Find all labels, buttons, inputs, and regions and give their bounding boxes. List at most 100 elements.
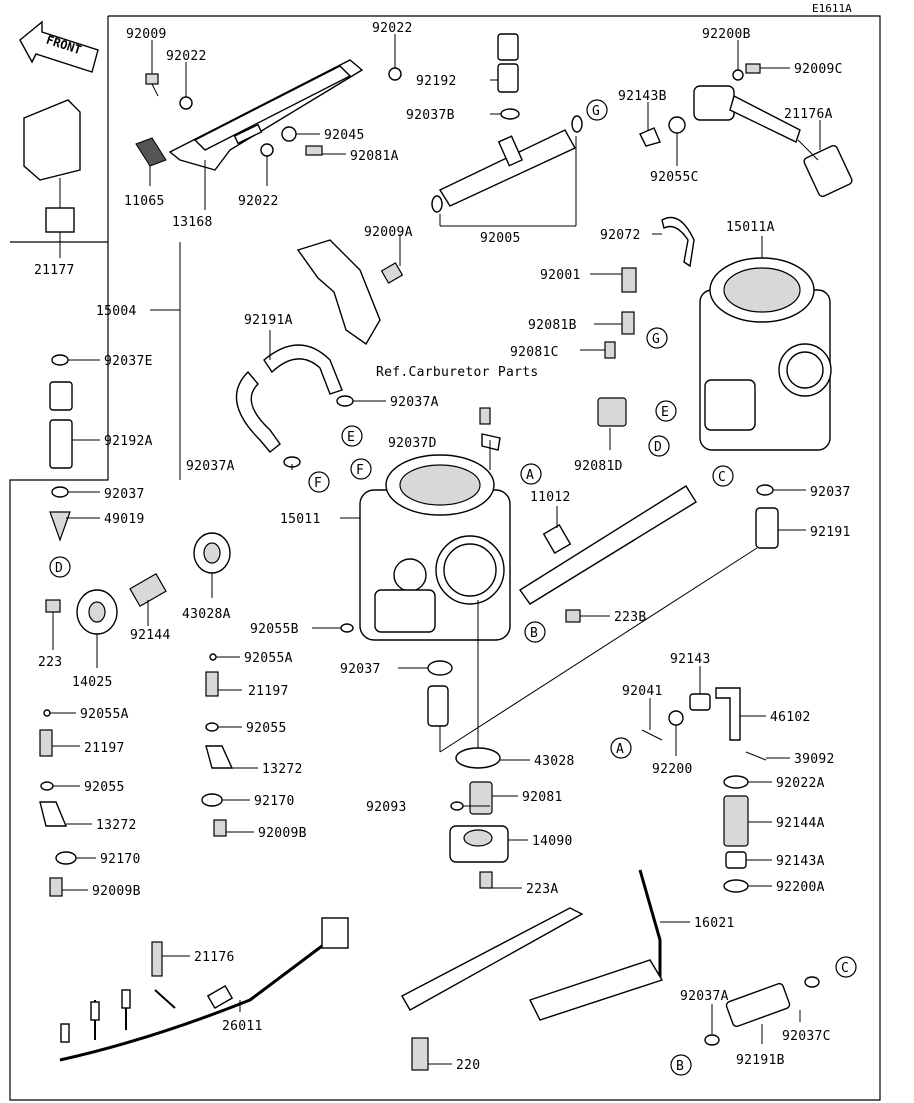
label-92170-b: 92170 [100,852,141,867]
oring-92055A-a-icon [209,653,217,661]
label-92037A-b: 92037A [186,459,235,474]
svg-text:C: C [841,961,849,976]
ref-marker-D2: D [49,556,71,578]
cable-16021-icon [529,869,664,1021]
label-92191A: 92191A [244,313,293,328]
label-92191B: 92191B [736,1053,785,1068]
screw-223B-icon [565,609,581,623]
svg-text:D: D [55,561,63,576]
label-92055A-b: 92055A [80,707,129,722]
label-13272-a: 13272 [262,762,303,777]
label-26011: 26011 [222,1019,263,1034]
label-11065: 11065 [124,194,165,209]
svg-text:A: A [526,468,534,483]
label-14025: 14025 [72,675,113,690]
fuel-pipe-92005-icon [431,115,583,213]
label-14090: 14090 [532,834,573,849]
sensor-21197-a-icon [205,671,219,697]
oring-92055A-b-icon [43,709,51,717]
label-223B: 223B [614,610,647,625]
oring-92037-r1-icon [756,484,774,496]
clamp-13272-b-icon [39,801,68,827]
plate-11065-icon [135,137,167,167]
bracket-92037D-icon [481,433,501,451]
washer-92200B-icon [732,69,744,81]
ref-marker-A1: A [520,463,542,485]
spring-92081D-icon [597,397,627,427]
ref-marker-F1: F [308,471,330,493]
label-92055C: 92055C [650,170,699,185]
label-92037A-c: 92037A [680,989,729,1004]
ref-markers: G G E E F F A A B B C C D D [49,99,857,1076]
svg-text:B: B [676,1059,684,1074]
harness-26011-icon [59,917,349,1062]
label-92037A-a: 92037A [390,395,439,410]
label-92200B: 92200B [702,27,751,42]
plug-21177-icon [23,99,81,233]
bracket-92009A-icon [296,239,404,346]
carburetor-15011-icon [359,454,511,641]
cover-14090-icon [449,825,509,863]
label-92170-a: 92170 [254,794,295,809]
label-92200A: 92200A [776,880,825,895]
ref-marker-E1: E [655,400,677,422]
screw-92009B-a-icon [213,819,227,837]
label-92072: 92072 [600,228,641,243]
label-11012: 11012 [530,490,571,505]
ball-92045-icon [281,126,297,142]
hose-92191A-lower [235,370,281,453]
label-92081D: 92081D [574,459,623,474]
screw-223A-icon [479,871,493,889]
label-92192: 92192 [416,74,457,89]
label-49019: 49019 [104,512,145,527]
screw-92001-icon [621,267,637,293]
sensor-21176A-icon [693,85,853,198]
cover-14025-icon [76,589,118,635]
label-92081B: 92081B [528,318,577,333]
ref-marker-D1: D [648,435,670,457]
label-92009: 92009 [126,27,167,42]
label-21197-a: 21197 [248,684,289,699]
collar-92143A-icon [725,851,747,869]
washer-92200A-icon [723,879,749,893]
rail-part-icon [518,485,697,605]
hose-center-icon [427,685,449,727]
hose-92191-icon [755,507,779,549]
label-92022-b: 92022 [372,21,413,36]
ref-marker-F2: F [350,458,372,480]
label-13272-b: 13272 [96,818,137,833]
svg-text:C: C [718,470,726,485]
front-arrow: FRONT [19,20,99,73]
ref-marker-B2: B [670,1054,692,1076]
label-21197-b: 21197 [84,741,125,756]
label-43028A: 43028A [182,607,231,622]
label-223: 223 [38,655,62,670]
diagram-id: E1611A [812,2,852,15]
lever-46102-icon [715,687,741,741]
screw-223-icon [45,599,61,613]
svg-text:G: G [652,332,660,347]
ref-marker-C1: C [712,465,734,487]
label-92055B: 92055B [250,622,299,637]
label-92045: 92045 [324,128,365,143]
ref-marker-G2: G [646,327,668,349]
label-92143B: 92143B [618,89,667,104]
spring-92081B-icon [621,311,635,335]
spring-92144-icon [129,573,167,607]
label-21177: 21177 [34,263,75,278]
label-15011A: 15011A [726,220,775,235]
clamp-13272-a-icon [205,745,234,769]
label-92144: 92144 [130,628,171,643]
label-92055-b: 92055 [84,780,125,795]
label-92055A-a: 92055A [244,651,293,666]
pin-92041-icon [641,729,663,741]
clip-92143B-icon [639,127,661,147]
screw-ref-icon [479,407,491,425]
washer-92022A-icon [723,775,749,789]
screw-220-icon [411,1037,429,1071]
label-92191: 92191 [810,525,851,540]
label-21176A: 21176A [784,107,833,122]
label-46102: 46102 [770,710,811,725]
oring-92055-b-icon [40,781,54,791]
sensor-21197-b-icon [39,729,53,757]
